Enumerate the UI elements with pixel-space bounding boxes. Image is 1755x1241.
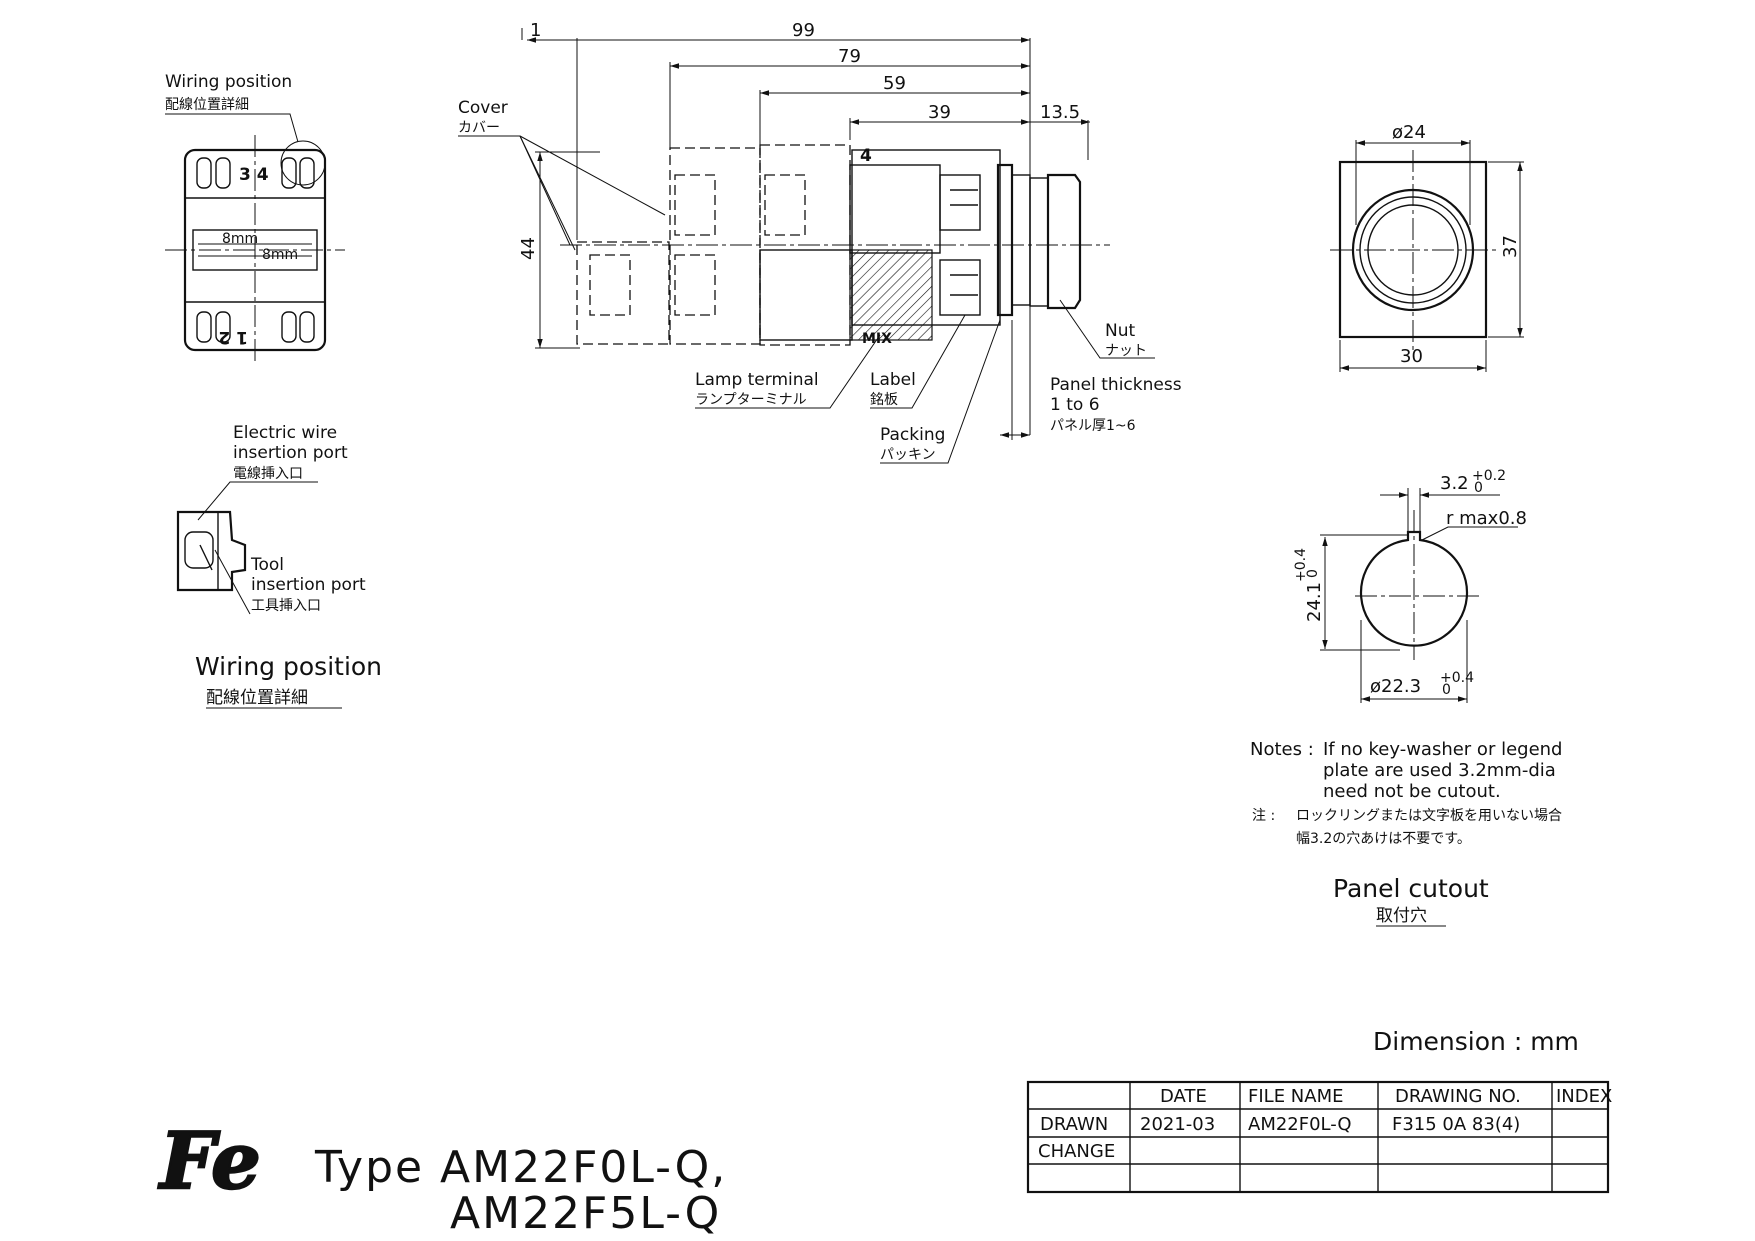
terminal-row-top (196, 157, 315, 189)
front-width: 30 (1400, 346, 1423, 367)
label-jp: 銘板 (870, 392, 898, 408)
tb-row-drawn-number: F315 0A 83(4) (1392, 1114, 1520, 1135)
notes-label: Notes : (1250, 739, 1314, 760)
wiring-callout-circle (280, 140, 326, 186)
front-view: ø24 30 37 (1330, 122, 1524, 372)
front-dia: ø24 (1392, 122, 1426, 143)
wiring-callout-en: Wiring position (165, 72, 292, 92)
nut-side (1011, 174, 1031, 306)
wire-port-leader (197, 481, 318, 521)
cover-en: Cover (458, 98, 508, 118)
panel-cutout-view: 3.2 +0.2 0 r max0.8 24.1 +0.4 0 ø22.3 +0… (1250, 468, 1562, 927)
optional-blocks-dashed (576, 144, 851, 346)
wire-port-detail: Electric wire insertion port 電線挿入口 Tool … (176, 423, 382, 709)
cutout-radius: r max0.8 (1446, 508, 1527, 529)
cutout-dia: ø22.3 (1370, 676, 1421, 697)
cutout-height: 24.1 (1304, 582, 1325, 622)
note-en-1: If no key-washer or legend (1323, 739, 1562, 760)
lamp-terminal-en: Lamp terminal (695, 370, 819, 390)
tb-header-file-name: FILE NAME (1248, 1086, 1343, 1107)
label-hatched (849, 249, 933, 341)
cover-jp: カバー (458, 120, 500, 136)
packing-en: Packing (880, 425, 945, 445)
wiring-callout-leader (165, 113, 299, 143)
packing-jp: パッキン (880, 447, 936, 463)
panel-thickness-en-1: Panel thickness (1050, 375, 1182, 395)
terminal-row-bottom (196, 311, 315, 343)
note-jp-1: ロックリングまたは文字板を用いない場合 (1296, 808, 1562, 824)
note-en-3: need not be cutout. (1323, 781, 1501, 802)
nut-jp: ナット (1105, 343, 1147, 359)
button-head (1046, 173, 1082, 310)
note-en-2: plate are used 3.2mm-dia (1323, 760, 1556, 781)
panel-side (1029, 177, 1049, 307)
cutout-dia-tol-upper: +0.4 (1440, 670, 1474, 686)
tb-header-index: INDEX (1556, 1086, 1612, 1107)
port-body (176, 510, 247, 592)
cutout-key-width: 3.2 (1440, 473, 1469, 494)
wire-port-jp: 電線挿入口 (233, 466, 303, 482)
label-en: Label (870, 370, 916, 390)
panel-thickness-en-2: 1 to 6 (1050, 395, 1100, 415)
tool-port-jp: 工具挿入口 (251, 598, 321, 614)
wire-port-en-2: insertion port (233, 443, 348, 463)
front-height: 37 (1500, 235, 1521, 258)
note-jp-2: 幅3.2の穴あけは不要です。 (1296, 831, 1471, 847)
label-leader (870, 314, 966, 409)
dim-59: 59 (883, 73, 906, 94)
wiring-position-view: Wiring position 配線位置詳細 8mm 8mm 3 4 1 2 (165, 72, 345, 365)
plate-label-2: 8mm (262, 247, 298, 263)
plate-label-1: 8mm (222, 231, 258, 247)
contact-blocks: MIX (759, 149, 1001, 347)
cutout-height-tol-upper: +0.4 (1293, 548, 1309, 582)
wiring-caption-jp: 配線位置詳細 (206, 688, 308, 708)
panel-thickness-jp: パネル厚1~6 (1050, 418, 1136, 434)
type-line-2: AM22F5L-Q (450, 1188, 721, 1239)
tool-port-en-1: Tool (250, 555, 284, 575)
type-line-1: Type AM22F0L-Q, (314, 1142, 727, 1193)
tb-row-drawn-label: DRAWN (1040, 1114, 1108, 1135)
tool-port-en-2: insertion port (251, 575, 366, 595)
lamp-terminal-jp: ランプターミナル (695, 392, 807, 408)
dim-79: 79 (838, 46, 861, 67)
nut-en: Nut (1105, 321, 1135, 341)
terminal-label-top: 3 4 (239, 165, 269, 185)
dimension-unit: Dimension : mm (1373, 1027, 1579, 1056)
lamp-terminal-leader (695, 334, 881, 409)
title-block: DATE FILE NAME DRAWING NO. INDEX DRAWN 2… (1026, 1080, 1612, 1194)
tool-port-hole (184, 531, 214, 569)
packing-leader (880, 319, 1001, 464)
dim-39: 39 (928, 102, 951, 123)
wiring-caption-en: Wiring position (195, 652, 382, 681)
cutout-radius-leader (1421, 526, 1518, 541)
fe-logo: Fe (157, 1115, 262, 1208)
wire-port-en-1: Electric wire (233, 423, 337, 443)
marker-4: 4 (860, 146, 872, 166)
cutout-caption-jp: 取付穴 (1376, 906, 1427, 926)
wiring-callout-jp: 配線位置詳細 (165, 97, 249, 113)
dim-1: 1 (530, 20, 541, 41)
tool-port-leader (214, 549, 251, 615)
tb-row-change-label: CHANGE (1038, 1141, 1115, 1162)
note-jp-label: 注 : (1252, 808, 1275, 824)
terminal-label-bottom: 1 2 (218, 327, 248, 347)
tb-header-date: DATE (1160, 1086, 1207, 1107)
cutout-key-tol-upper: +0.2 (1472, 468, 1506, 484)
dim-13-5: 13.5 (1040, 102, 1080, 123)
dim-99: 99 (792, 20, 815, 41)
cutout-caption-en: Panel cutout (1333, 874, 1489, 903)
cutout-outline (1359, 530, 1469, 647)
nut-leader (1059, 299, 1155, 359)
logo-text: Fe (158, 1116, 261, 1207)
tb-header-drawing-no: DRAWING NO. (1395, 1086, 1521, 1107)
tb-row-drawn-date: 2021-03 (1140, 1114, 1215, 1135)
cutout-key-tol-lower: 0 (1474, 480, 1483, 496)
side-view: 99 1 79 59 39 13.5 44 (458, 20, 1182, 464)
cutout-dia-tol-lower: 0 (1442, 682, 1451, 698)
tb-row-drawn-file: AM22F0L-Q (1248, 1114, 1352, 1135)
dim-44: 44 (518, 237, 539, 260)
cutout-height-tol-lower: 0 (1305, 569, 1321, 578)
